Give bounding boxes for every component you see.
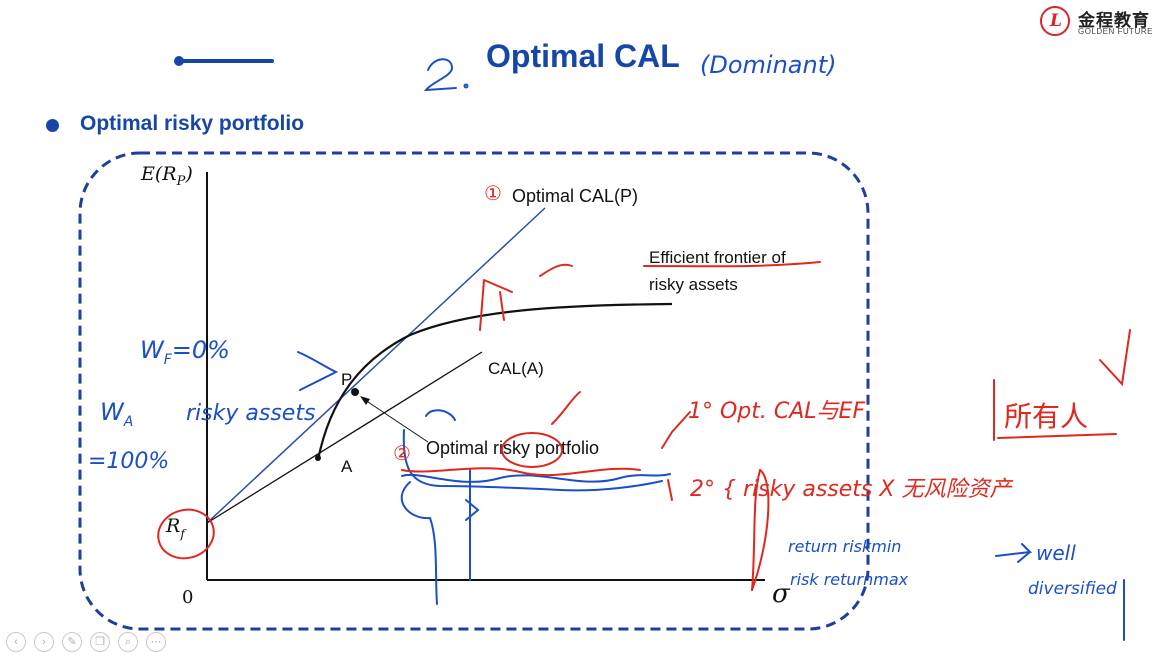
hand-return-riskmin: return riskmin	[788, 537, 901, 556]
bullet-dot	[46, 119, 59, 132]
title-decoration-dot	[174, 56, 184, 66]
dashed-frame	[78, 151, 870, 631]
hand-note-2: 2° { risky assets X 无风险资产	[690, 477, 1013, 502]
red-handwriting	[157, 261, 1131, 591]
prev-icon[interactable]: ‹	[6, 632, 26, 652]
hand-number-2	[423, 58, 457, 92]
origin-label: 0	[182, 587, 193, 608]
frontier-label-line2: risky assets	[649, 275, 738, 294]
zoom-icon[interactable]: ⌕	[118, 632, 138, 652]
point-p-label: P	[341, 370, 352, 389]
cal-a-line	[206, 351, 483, 524]
hand-risk-returnmax: risk returnmax	[790, 570, 909, 589]
y-axis-label: E(RP)	[140, 163, 193, 189]
optimal-cal-label: Optimal CAL(P)	[512, 186, 638, 206]
hand-risky-assets: risky assets	[186, 401, 315, 426]
hand-dominant: (Dominant)	[700, 51, 836, 79]
logo-english-name: GOLDEN FUTURE	[1078, 27, 1153, 36]
pen-icon[interactable]: ✎	[62, 632, 82, 652]
next-icon[interactable]: ›	[34, 632, 54, 652]
optimal-cal-line	[206, 207, 546, 524]
cal-a-label: CAL(A)	[488, 359, 544, 378]
hand-all-people: 所有人	[1004, 400, 1088, 433]
orp-arrow-line	[361, 397, 429, 443]
blue-handwriting	[297, 58, 1125, 641]
section-subtitle: Optimal risky portfolio	[80, 112, 305, 135]
rf-label: Rf	[165, 515, 187, 541]
hand-wa: WA	[100, 398, 133, 430]
frontier-label-line1: Efficient frontier of	[649, 248, 786, 267]
x-axis-label: σ	[772, 579, 791, 609]
hand-circle-1: ①	[484, 181, 502, 205]
hand-diversified: diversified	[1028, 579, 1117, 599]
hand-wf: WF=0%	[140, 336, 230, 368]
hand-wa-value: =100%	[88, 449, 169, 474]
point-p-marker	[351, 388, 359, 396]
point-a-label: A	[341, 457, 353, 476]
company-logo: L 金程教育 GOLDEN FUTURE	[1040, 6, 1164, 38]
hand-note-1: 1° Opt. CAL与EF	[688, 399, 865, 424]
logo-mark: L	[1040, 6, 1070, 36]
title-decoration-line	[178, 59, 274, 63]
efficient-frontier-curve	[316, 302, 673, 461]
orp-label: Optimal risky portfolio	[426, 438, 599, 458]
more-icon[interactable]: ⋯	[146, 632, 166, 652]
hand-well: well	[1036, 541, 1076, 565]
hand-circle-2: ②	[393, 441, 411, 465]
slide-title: Optimal CAL	[486, 38, 680, 74]
point-a-marker	[315, 455, 321, 461]
copy-icon[interactable]: ❐	[90, 632, 110, 652]
logo-chinese-name: 金程教育	[1078, 11, 1150, 30]
orp-arrow-head	[360, 396, 370, 405]
